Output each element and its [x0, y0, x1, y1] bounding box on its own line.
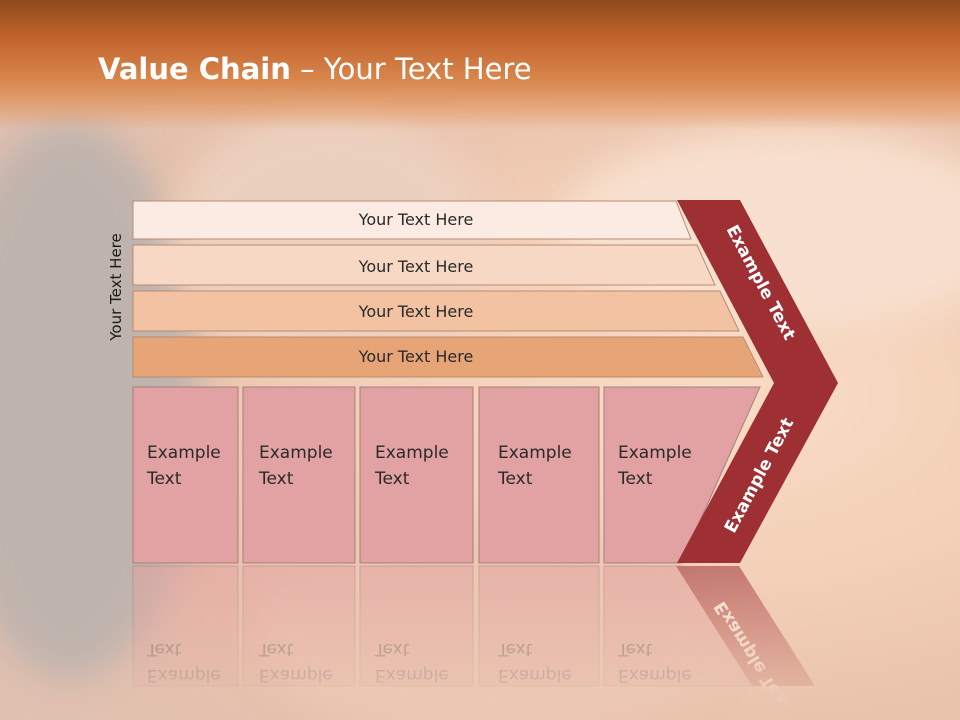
reflection-text: Example	[498, 665, 572, 685]
reflection: Example Text Example Text Example Text E…	[132, 565, 815, 716]
box-4-line-1: Example	[498, 443, 572, 463]
title-bold: Value Chain	[98, 52, 291, 86]
header-bar	[0, 0, 960, 130]
reflection-text: Text	[258, 639, 294, 659]
activity-box-2	[242, 386, 356, 564]
reflection-box	[478, 565, 600, 687]
box-1-line-2: Text	[146, 469, 182, 489]
slide-title: Value Chain – Your Text Here	[98, 52, 532, 86]
activity-box-1	[132, 386, 239, 564]
box-5-line-2: Text	[617, 469, 653, 489]
box-2-line-1: Example	[259, 443, 333, 463]
band-3	[132, 290, 740, 332]
reflection-text: Text	[146, 639, 182, 659]
reflection-text: Text	[497, 639, 533, 659]
chevron-arrow	[677, 200, 838, 563]
title-rest: – Your Text Here	[290, 52, 532, 86]
box-2-line-2: Text	[258, 469, 294, 489]
band-1	[132, 200, 692, 240]
activity-box-3	[359, 386, 474, 564]
reflection-box	[242, 565, 356, 687]
band-1-label: Your Text Here	[358, 210, 474, 229]
box-3-line-1: Example	[375, 443, 449, 463]
reflection-box	[359, 565, 474, 687]
reflection-text: Example	[147, 665, 221, 685]
band-4	[132, 336, 764, 378]
reflection-text: Example	[618, 665, 692, 685]
band-2-label: Your Text Here	[358, 257, 474, 276]
box-1-line-1: Example	[147, 443, 221, 463]
band-4-label: Your Text Here	[358, 347, 474, 366]
box-3-line-2: Text	[374, 469, 410, 489]
reflection-text: Example	[259, 665, 333, 685]
reflection-text: Text	[374, 639, 410, 659]
band-2	[132, 244, 716, 286]
reflection-box	[132, 565, 239, 687]
reflection-text: Text	[617, 639, 653, 659]
band-3-label: Your Text Here	[358, 302, 474, 321]
activity-box-4	[478, 386, 600, 564]
box-5-line-1: Example	[618, 443, 692, 463]
reflection-arrow	[676, 566, 815, 686]
box-4-line-2: Text	[497, 469, 533, 489]
reflection-text: Example	[375, 665, 449, 685]
